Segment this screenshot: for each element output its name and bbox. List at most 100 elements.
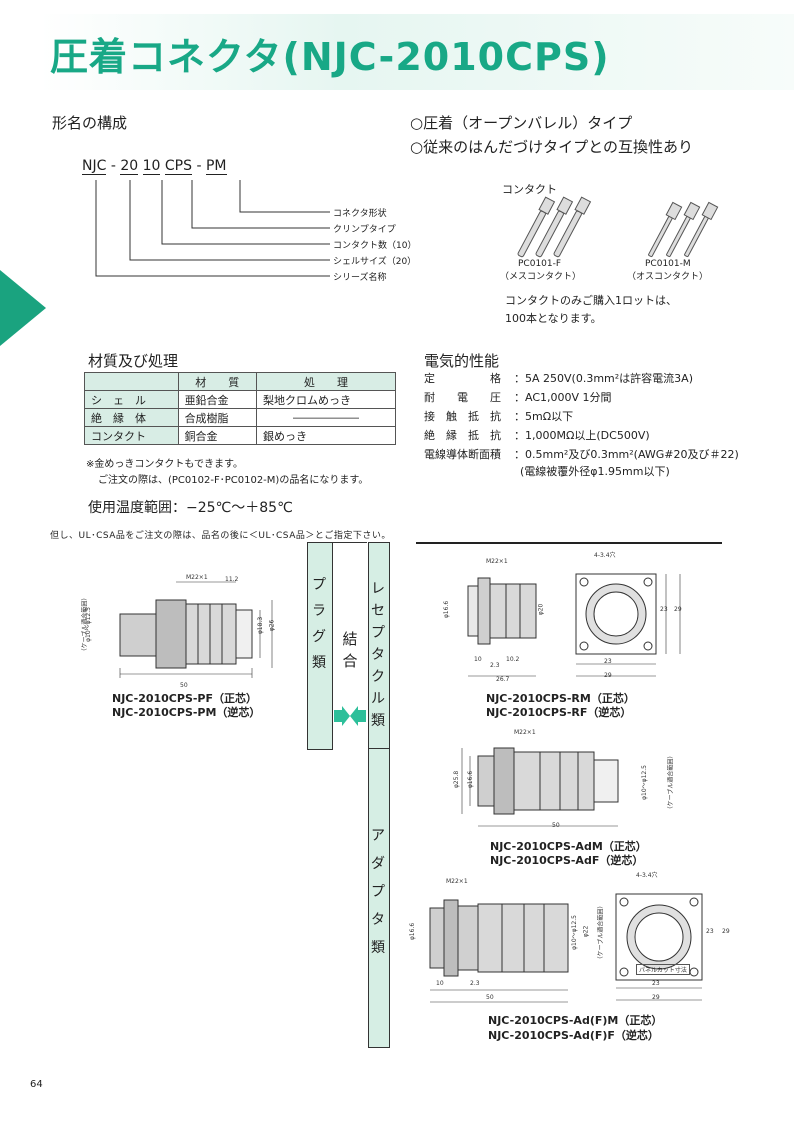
adf-dim-m22: M22×1 [446, 878, 468, 885]
receptacle-drawing [467, 573, 681, 677]
female-contact-name: （メスコンタクト） [500, 272, 582, 282]
naming-code-part: - [106, 158, 121, 174]
contact-note-1: コンタクトのみご購入1ロットは、 [505, 294, 677, 307]
rm-dim-m22: M22×1 [486, 558, 508, 565]
electrical-row: 耐 電 圧：AC1,000V 1分間 [424, 389, 739, 408]
plug-drawing [119, 581, 273, 678]
materials-row: 絶 縁 体合成樹脂―――――― [84, 408, 396, 427]
naming-code-part: 10 [142, 158, 161, 175]
materials-cell: 銀めっき [256, 426, 396, 445]
naming-label: シリーズ名称 [333, 273, 387, 283]
naming-label: シェルサイズ（20） [333, 257, 417, 267]
materials-cell: 合成樹脂 [177, 408, 258, 427]
adf-dim-phi16: φ16.6 [409, 922, 417, 941]
ad-dim-m22: M22×1 [514, 729, 536, 736]
materials-note-1: ※金めっきコンタクトもできます。 [86, 459, 243, 470]
ad-dim-cable2: （ケーブル適合範囲） [667, 752, 675, 813]
adf-dim-w23: 23 [652, 980, 660, 987]
adf-dim-50: 50 [486, 994, 494, 1001]
naming-tree [95, 180, 330, 277]
plug-column [307, 542, 333, 750]
join-label: 結 合 [342, 630, 358, 670]
naming-code-part: PM [205, 158, 227, 175]
ul-csa-note: 但し、UL･CSA品をご注文の際は、品名の後に＜UL･CSA品＞とご指定下さい。 [50, 531, 391, 541]
adf-dim-cable: φ10〜φ12.5 [570, 915, 578, 950]
adapter-model-2: NJC-2010CPS-AdF（逆芯） [490, 854, 644, 867]
title-band [40, 14, 794, 90]
adapter-model-1: NJC-2010CPS-AdM（正芯） [490, 840, 647, 853]
ad-dim-phi25: φ25.8 [453, 770, 461, 789]
electrical-key: 定 格 [424, 372, 501, 385]
contact-label: コンタクト [502, 183, 557, 196]
naming-label: クリンプタイプ [333, 225, 396, 235]
electrical-value: ：AC1,000V 1分間 [514, 391, 612, 404]
rm-dim-26-7: 26.7 [496, 676, 510, 683]
naming-code-part: 20 [120, 158, 139, 175]
naming-label: コンタクト数（10） [333, 241, 417, 251]
naming-labels: コネクタ形状クリンプタイプコンタクト数（10）シェルサイズ（20）シリーズ名称 [333, 206, 416, 286]
naming-code-part: NJC [82, 158, 107, 175]
adf-dim-2-3: 2.3 [470, 980, 480, 987]
materials-header-cell: 材 質 [177, 372, 258, 391]
feature-1: ○圧着（オープンバレル）タイプ [410, 114, 633, 132]
rm-dim-2-3: 2.3 [490, 662, 500, 669]
rm-dim-h29: 29 [674, 606, 682, 613]
materials-cell: 銅合金 [177, 426, 258, 445]
female-contact-code: PC0101-F [518, 259, 562, 269]
feature-2: ○従来のはんだづけタイプとの互換性あり [410, 138, 693, 156]
divider-rule [416, 542, 722, 544]
adapter-column [368, 748, 390, 1048]
page-number: 64 [30, 1079, 43, 1090]
naming-code-part: CPS [164, 158, 193, 175]
naming-heading: 形名の構成 [52, 114, 128, 132]
electrical-heading: 電気的性能 [424, 352, 500, 370]
materials-cell: シ ェ ル [84, 390, 179, 409]
flange-adapter-model-2: NJC-2010CPS-Ad(F)F（逆芯） [488, 1029, 659, 1042]
ad-dim-cable: φ10〜φ12.5 [640, 765, 648, 800]
contact-pins-image [517, 196, 719, 258]
electrical-row: 電線導体断面積 ：0.5mm²及び0.3mm²(AWG#20及び＃22) [424, 446, 739, 465]
materials-table: 材 質処 理シ ェ ル亜鉛合金梨地クロムめっき絶 縁 体合成樹脂――――――コン… [84, 372, 396, 445]
plug-dim-phi26: φ26 [268, 619, 276, 632]
electrical-extra: (電線被覆外径φ1.95mm以下) [520, 465, 670, 478]
materials-note-2: ご注文の際は、(PC0102-F･PC0102-M)の品名になります。 [98, 475, 369, 486]
rm-dim-h23: 23 [660, 606, 668, 613]
plug-dim-cable2: φ10〜φ12.5 [84, 607, 92, 642]
join-arrows-icon [334, 706, 366, 726]
rm-dim-w23: 23 [604, 658, 612, 665]
rm-dim-10-2: 10.2 [506, 656, 520, 663]
materials-cell: ―――――― [256, 408, 396, 427]
adapter-drawing [461, 747, 619, 827]
male-contact-code: PC0101-M [645, 259, 691, 269]
materials-row: シ ェ ル亜鉛合金梨地クロムめっき [84, 390, 396, 409]
electrical-row: 定 格 ：5A 250V(0.3mm²は許容電流3A) [424, 370, 739, 389]
adf-dim-cable2: （ケーブル適合範囲） [597, 902, 605, 963]
receptacle-model-2: NJC-2010CPS-RF（逆芯） [486, 706, 632, 719]
contact-note-2: 100本となります。 [505, 312, 602, 325]
plug-column-label: プ ラ グ 類 [312, 577, 326, 671]
adf-panel-cut: パネルカット寸法 [636, 964, 690, 975]
side-tab-marker [0, 270, 46, 346]
ad-dim-50: 50 [552, 822, 560, 829]
plug-dim-50: 50 [180, 682, 188, 689]
electrical-row: 絶 縁 抵 抗：1,000MΩ以上(DC500V) [424, 427, 739, 446]
materials-row: コンタクト銅合金銀めっき [84, 426, 396, 445]
electrical-value: ：5A 250V(0.3mm²は許容電流3A) [514, 372, 693, 385]
electrical-specs: 定 格 ：5A 250V(0.3mm²は許容電流3A) 耐 電 圧：AC1,000V… [424, 370, 739, 465]
rm-dim-phi16: φ16.6 [443, 600, 451, 619]
electrical-row: 接 触 抵 抗：5mΩ以下 [424, 408, 739, 427]
naming-code-part [138, 158, 142, 174]
page-title: 圧着コネクタ(NJC-2010CPS) [50, 35, 610, 79]
materials-cell: 亜鉛合金 [177, 390, 258, 409]
electrical-key: 電線導体断面積 [424, 448, 501, 461]
materials-cell: コンタクト [84, 426, 179, 445]
adf-dim-hole: 4-3.4穴 [636, 872, 658, 879]
naming-code: NJC - 20 10 CPS - PM [82, 158, 227, 175]
rm-dim-hole: 4-3.4穴 [594, 552, 616, 559]
electrical-value: ：0.5mm²及び0.3mm²(AWG#20及び＃22) [514, 448, 739, 461]
materials-heading: 材質及び処理 [88, 352, 179, 370]
plug-dim-phi18: φ18.3 [257, 616, 265, 635]
rm-dim-w29: 29 [604, 672, 612, 679]
electrical-key: 接 触 抵 抗 [424, 410, 501, 423]
adf-dim-w29: 29 [652, 994, 660, 1001]
